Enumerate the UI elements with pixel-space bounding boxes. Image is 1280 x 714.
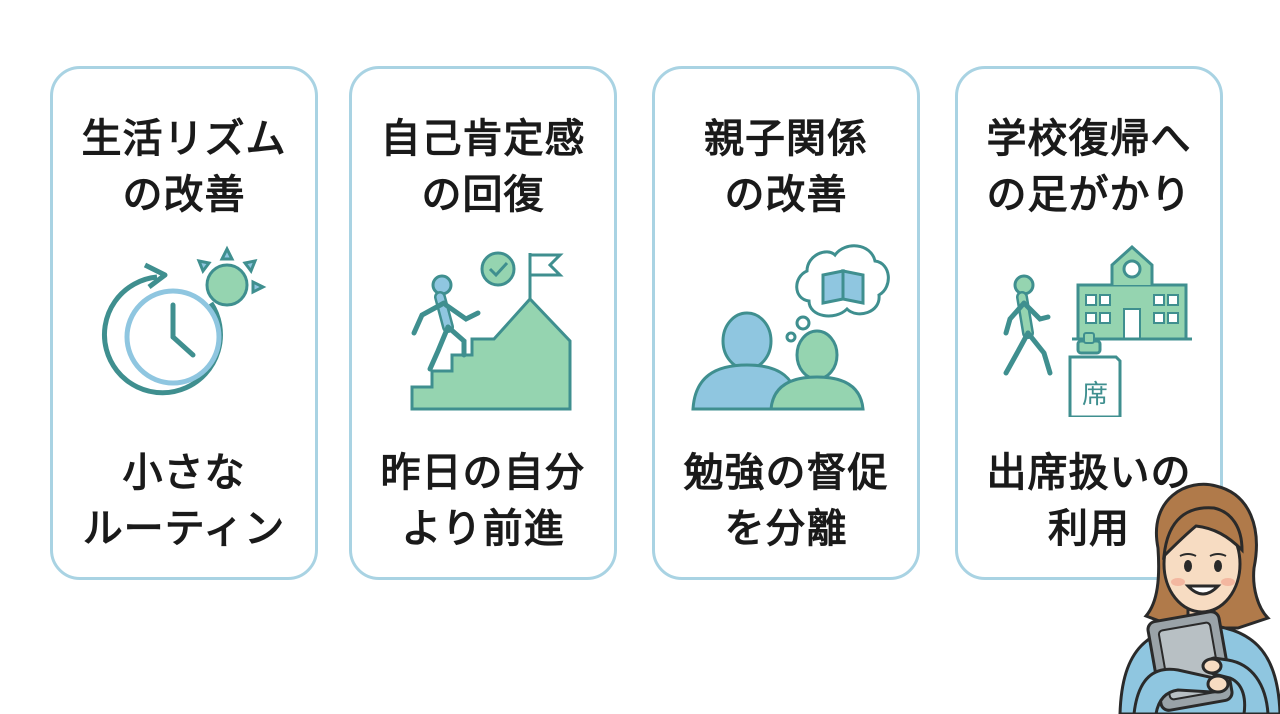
woman-with-tablet-illustration [1118, 482, 1280, 714]
clock-sun-icon [102, 245, 267, 396]
card-caption: 小さな ルーティン [53, 445, 315, 557]
card-title-line-2: の改善 [724, 172, 848, 218]
card-caption-line-1: 出席扱いの [986, 450, 1192, 496]
card-caption-line-2: より前進 [401, 506, 565, 552]
card-title-line-2: の回復 [421, 172, 545, 218]
card-caption-line-2: ルーティン [82, 506, 286, 552]
card-title-line-1: 自己肯定感 [380, 116, 586, 162]
card-caption: 出席扱いの 利用 [958, 445, 1220, 557]
card-title: 生活リズム の改善 [53, 111, 315, 223]
school-walk-icon: 席 [1003, 244, 1192, 417]
parent-child-thought-icon [691, 244, 890, 411]
stamp-text: 席 [1082, 380, 1108, 410]
card-sleep-rhythm: 生活リズム の改善 小さな ルーティン [50, 66, 318, 580]
card-caption: 昨日の自分 より前進 [352, 445, 614, 557]
card-caption-line-2: を分離 [724, 506, 848, 552]
card-title: 親子関係 の改善 [655, 111, 917, 223]
card-title-line-1: 親子関係 [704, 116, 868, 162]
card-caption-line-1: 勉強の督促 [683, 450, 889, 496]
card-title-line-1: 学校復帰へ [986, 116, 1192, 162]
card-self-esteem: 自己肯定感 の回復 昨日の自分 より前進 [349, 66, 617, 580]
card-title-line-2: の改善 [122, 172, 246, 218]
card-parent-child: 親子関係 の改善 勉強の督促 を分離 [652, 66, 920, 580]
card-title-line-1: 生活リズム [81, 116, 287, 162]
card-caption-line-1: 昨日の自分 [380, 450, 586, 496]
card-title-line-2: の足がかり [986, 172, 1192, 218]
card-title: 自己肯定感 の回復 [352, 111, 614, 223]
card-caption-line-2: 利用 [1048, 506, 1130, 552]
card-caption: 勉強の督促 を分離 [655, 445, 917, 557]
climbing-stairs-icon [410, 251, 572, 411]
card-title: 学校復帰へ の足がかり [958, 111, 1220, 223]
card-caption-line-1: 小さな [122, 450, 246, 496]
